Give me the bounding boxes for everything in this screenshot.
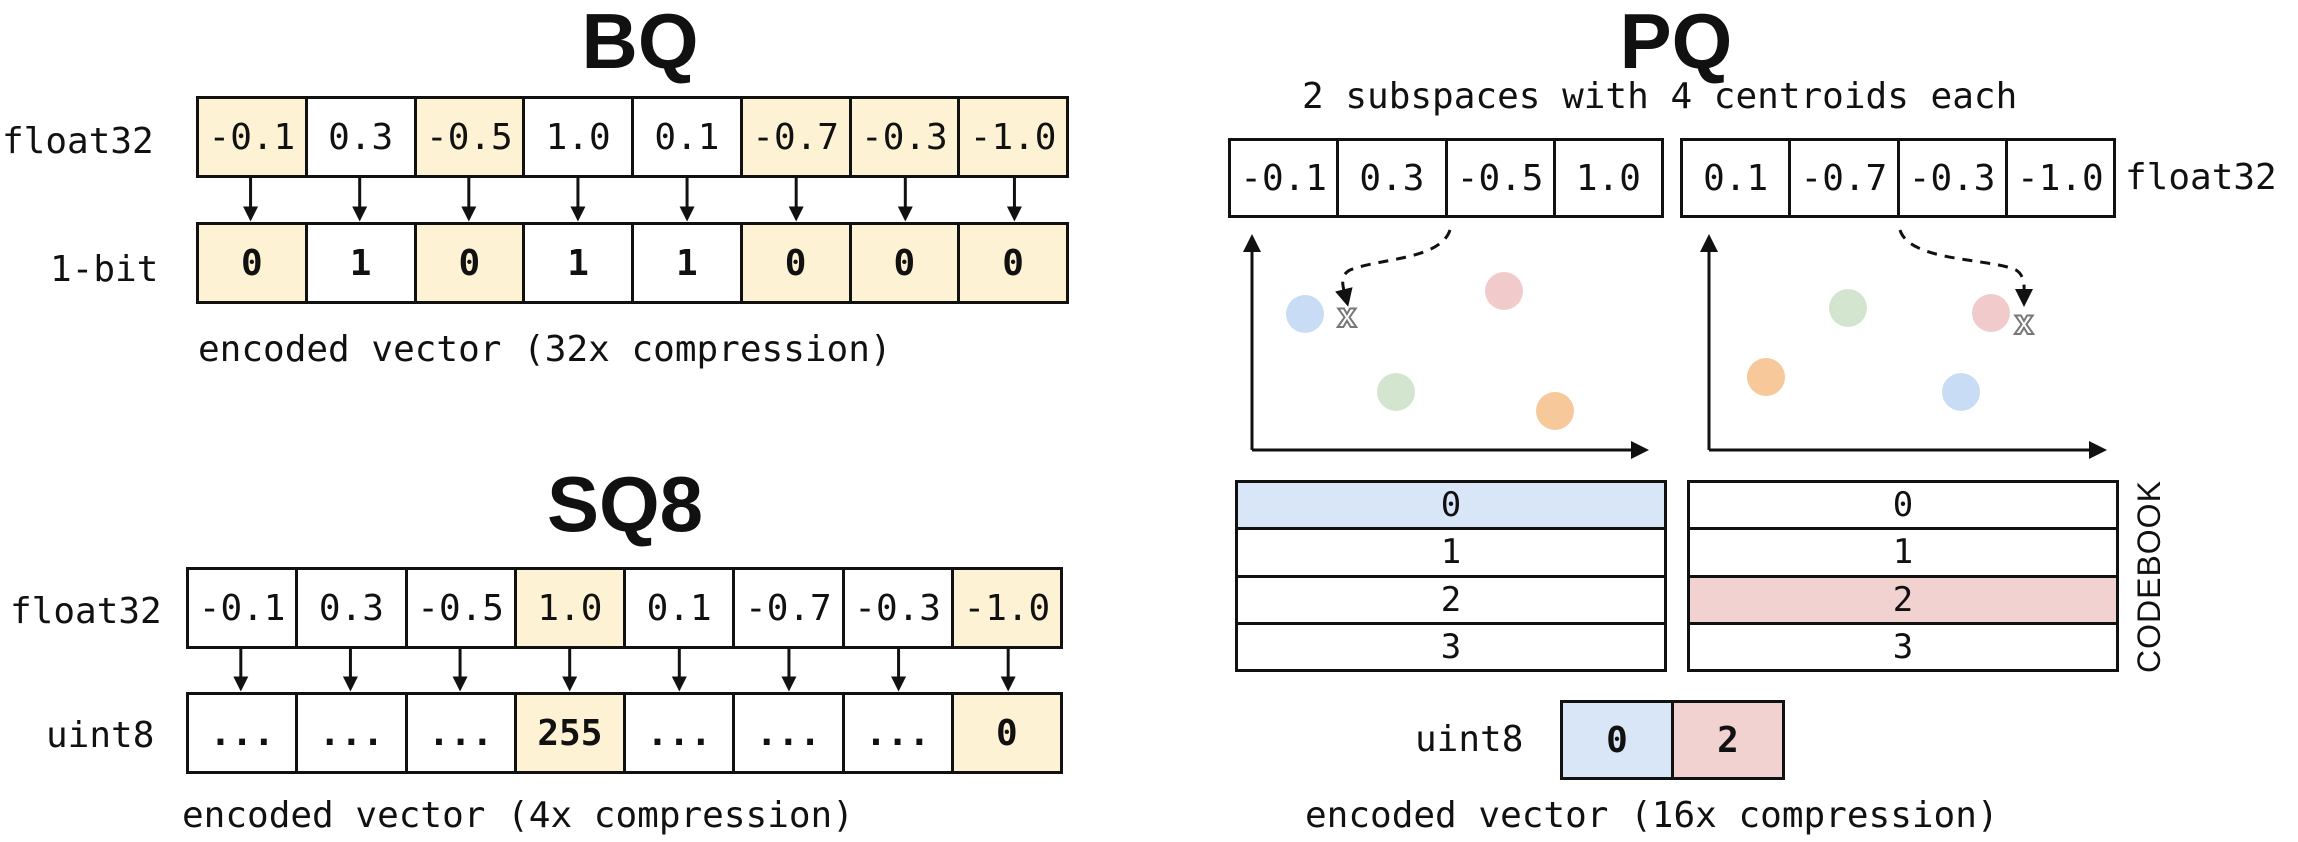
bq-float-cell-3: 1.0	[525, 99, 634, 175]
pq-uint8-label: uint8	[1415, 719, 1524, 760]
sq8-uint8-cell-7: 0	[953, 695, 1060, 771]
pq-sub1-cell-3: 1.0	[1575, 157, 1641, 199]
centroid-blue-1	[1286, 295, 1324, 333]
pq-sub1-cell-0: -0.1	[1231, 141, 1340, 215]
pq-dashed-arrow-left	[1335, 229, 1452, 307]
point-x-marker-1: x	[1337, 296, 1357, 336]
sq8-uint8-label: uint8	[46, 715, 155, 756]
codebook1-entry-0: 0	[1238, 483, 1664, 531]
centroid-orange-2	[1747, 358, 1785, 396]
centroid-green-1	[1377, 373, 1415, 411]
pq-subspace2-row: 0.1-0.7-0.3-1.0	[1680, 138, 2116, 218]
codebook1-entry-1: 1	[1238, 530, 1664, 578]
sq8-arrows	[233, 649, 1016, 692]
bq-float-cell-5: -0.7	[742, 99, 852, 175]
sq8-uint8-cell-5: ...	[735, 695, 845, 771]
pq-code-0: 0	[1563, 703, 1674, 777]
codebook2-entry-2: 2	[1690, 577, 2116, 625]
bq-bit-cell-0: 0	[199, 225, 308, 301]
sq8-float-cell-6: -0.3	[845, 570, 954, 646]
bq-float-cell-7: -1.0	[960, 99, 1066, 175]
pq-sub2-cell-3: -1.0	[2017, 157, 2104, 199]
bq-bit-cell-7: 0	[960, 225, 1066, 301]
centroid-red-2	[1972, 294, 2010, 332]
sq8-float-cell-1: 0.3	[298, 570, 408, 646]
sq8-float-cell-0: -0.1	[189, 570, 299, 646]
codebook2-entry-0: 0	[1690, 483, 2116, 531]
point-x-marker-2: x	[2014, 303, 2034, 343]
bq-title: BQ	[581, 0, 699, 85]
sq8-float-cell-5: -0.7	[735, 570, 845, 646]
sq8-float-cell-4: 0.1	[626, 570, 736, 646]
pq-subtitle: 2 subspaces with 4 centroids each	[1302, 76, 2018, 117]
centroid-green-2	[1829, 289, 1867, 327]
bq-float-cell-4: 0.1	[634, 99, 743, 175]
bq-bit-cell-5: 0	[742, 225, 852, 301]
pq-code-1: 2	[1674, 703, 1782, 777]
pq-float32-label: float32	[2125, 157, 2277, 198]
codebook2-entry-3: 3	[1892, 626, 1914, 667]
centroid-blue-2	[1942, 373, 1980, 411]
pq-caption: encoded vector (16x compression)	[1305, 795, 1999, 836]
bq-bit-cell-6: 0	[851, 225, 961, 301]
sq8-uint8-row: .........255.........0	[186, 692, 1063, 774]
sq8-uint8-cell-1: ...	[298, 695, 408, 771]
sq8-float32-label: float32	[10, 591, 162, 632]
bq-bit-cell-2: 0	[416, 225, 526, 301]
pq-title: PQ	[1619, 0, 1733, 85]
codebook1-entry-3: 3	[1440, 626, 1462, 667]
sq8-float-cell-3: 1.0	[516, 570, 626, 646]
sq8-uint8-cell-0: ...	[189, 695, 299, 771]
bq-float-cell-6: -0.3	[851, 99, 961, 175]
codebook-label: CODEBOOK	[2131, 480, 2167, 673]
pq-sub2-cell-2: -0.3	[1900, 141, 2008, 215]
sq8-uint8-cell-2: ...	[408, 695, 517, 771]
pq-axes-right	[1700, 234, 2107, 459]
bq-bit-cell-4: 1	[634, 225, 743, 301]
bq-float-cell-2: -0.5	[416, 99, 526, 175]
pq-sub1-cell-2: -0.5	[1448, 141, 1556, 215]
sq8-float-cell-7: -1.0	[953, 570, 1060, 646]
pq-sub2-cell-1: -0.7	[1791, 141, 1900, 215]
pq-dashed-arrow-right	[1898, 229, 2034, 307]
bq-float-cell-0: -0.1	[199, 99, 308, 175]
sq8-float-cell-2: -0.5	[408, 570, 517, 646]
centroid-red-1	[1485, 272, 1523, 310]
sq8-title: SQ8	[546, 460, 704, 548]
codebook1-entry-2: 2	[1238, 578, 1664, 625]
centroid-orange-1	[1536, 392, 1574, 430]
sq8-uint8-cell-6: ...	[845, 695, 954, 771]
sq8-uint8-cell-3: 255	[516, 695, 626, 771]
sq8-uint8-cell-4: ...	[626, 695, 736, 771]
bq-bit-cell-3: 1	[525, 225, 634, 301]
pq-axes-left	[1243, 234, 1649, 459]
codebook2-entry-1: 1	[1690, 530, 2116, 578]
bq-arrows	[243, 178, 1022, 222]
bq-float32-label: float32	[2, 121, 154, 162]
bq-caption: encoded vector (32x compression)	[198, 329, 892, 370]
pq-sub1-cell-1: 0.3	[1339, 141, 1448, 215]
pq-sub2-cell-0: 0.1	[1683, 141, 1792, 215]
bq-1bit-label: 1-bit	[50, 249, 159, 290]
sq8-caption: encoded vector (4x compression)	[182, 795, 854, 836]
bq-float-cell-1: 0.3	[308, 99, 417, 175]
bq-bit-cell-1: 1	[308, 225, 417, 301]
